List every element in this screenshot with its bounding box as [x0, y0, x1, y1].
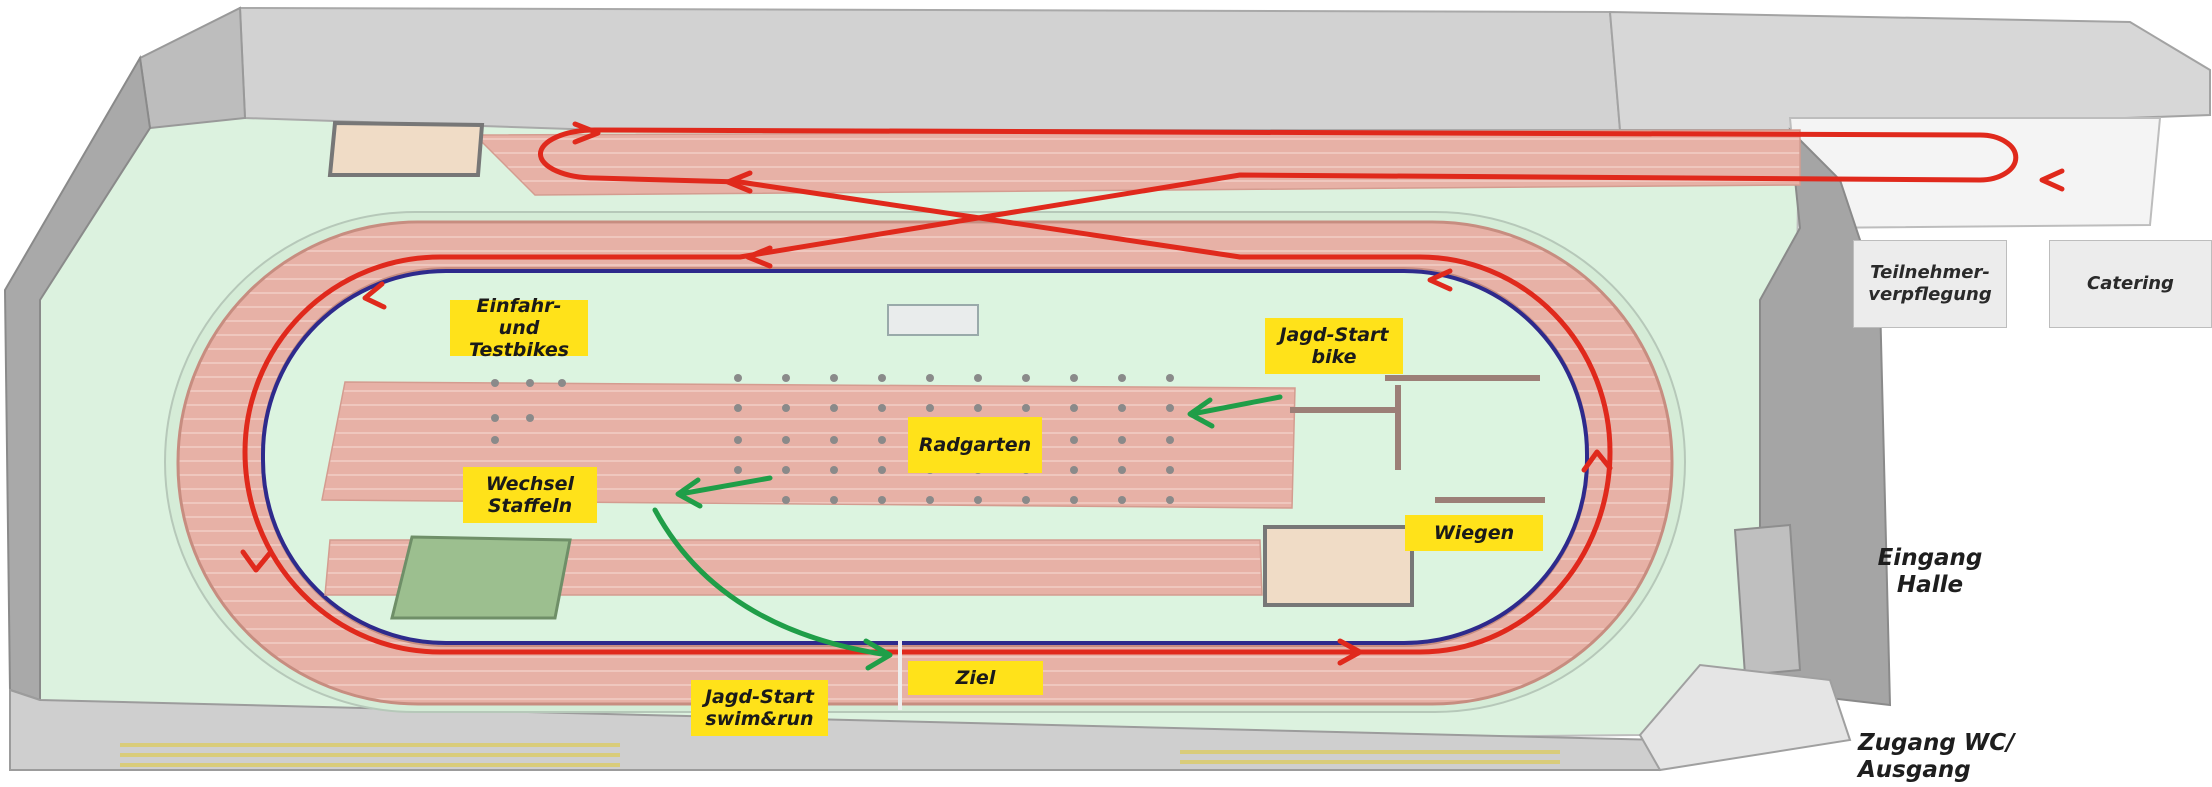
bleachers: [120, 743, 1560, 767]
arrow-8: [1337, 638, 1363, 666]
course-main-oval: [242, 254, 1613, 655]
green-arrow-bike-start: [1189, 394, 1283, 417]
label-radgarten: Radgarten: [908, 417, 1042, 473]
infield-lanes: [321, 304, 1414, 620]
green-arrow-ziel-head: [863, 638, 893, 671]
label-ziel: Ziel: [908, 661, 1043, 695]
arrow-6: [362, 281, 387, 310]
arrow-2: [2039, 168, 2065, 192]
bike-rack-grid: [491, 374, 1174, 504]
arrow-3: [725, 170, 753, 194]
label-eingang-halle: Eingang Halle: [1877, 545, 1983, 598]
box-teilnehmerverpflegung: Teilnehmer- verpflegung: [1853, 240, 2007, 328]
race-course: [240, 121, 2065, 666]
green-arrow-ziel: [652, 507, 891, 658]
label-einfahr: Einfahr- und Testbikes: [450, 295, 588, 361]
green-flow-arrows: [652, 394, 1283, 671]
label-jagd-start-swimrun: Jagd-Start swim&run: [691, 680, 828, 736]
arrow-4: [745, 245, 773, 269]
label-wechsel-staffeln: Wechsel Staffeln: [463, 467, 597, 523]
right-annex: [1608, 10, 2211, 131]
arrow-7: [240, 549, 273, 573]
green-arrow-bike-start-head: [1187, 397, 1215, 429]
fencing: [1290, 375, 1545, 503]
entrance-structure: [1733, 523, 1802, 677]
label-wiegen: Wiegen: [1405, 515, 1543, 551]
back-wall-top: [138, 6, 247, 130]
label-jagd-start-bike: Jagd-Start bike: [1265, 318, 1403, 374]
back-wall: [238, 6, 1622, 131]
exit-ramp: [1638, 663, 1852, 772]
arrow-5: [1427, 268, 1453, 292]
arrow-9: [1581, 449, 1613, 473]
box-catering: Catering: [2049, 240, 2212, 328]
label-zugang-wc: Zugang WC/ Ausgang: [1858, 730, 2015, 783]
green-arrow-wechsel: [677, 475, 773, 497]
arrow-1: [572, 121, 601, 145]
green-arrow-wechsel-head: [675, 477, 703, 509]
